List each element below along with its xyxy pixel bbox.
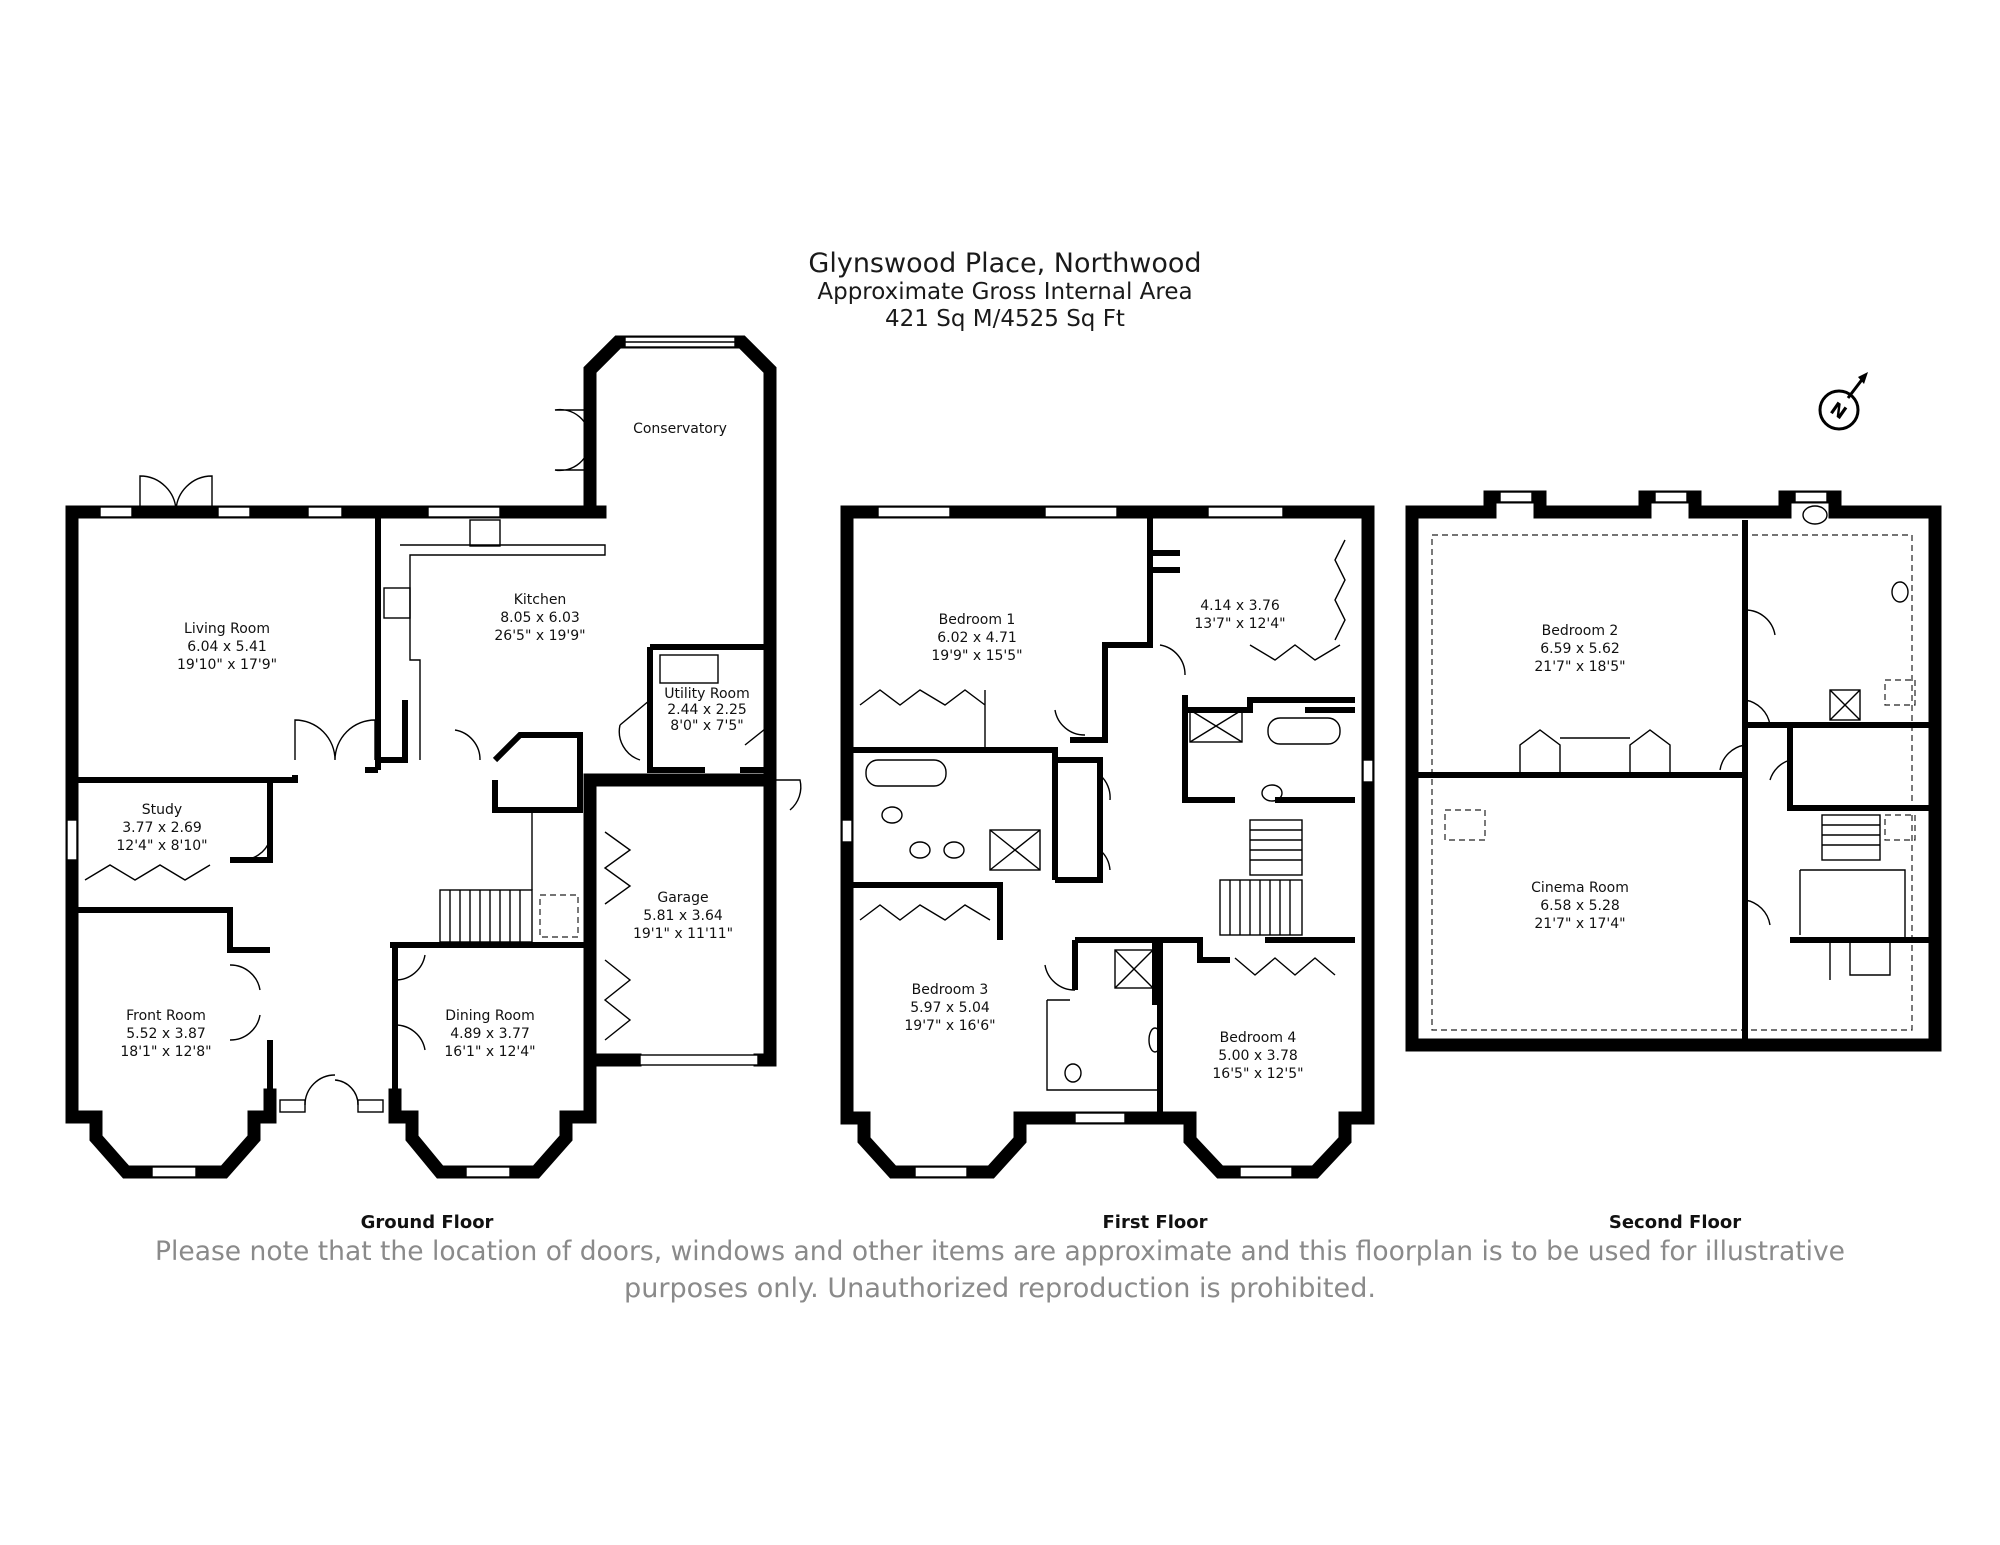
room-study: Study 3.77 x 2.69 12'4" x 8'10" — [116, 802, 207, 854]
room-size-metric: 3.77 x 2.69 — [122, 820, 202, 836]
room-unnamed-first: 4.14 x 3.76 13'7" x 12'4" — [1194, 598, 1285, 632]
room-size-imperial: 19'9" x 15'5" — [931, 648, 1022, 664]
floor-label-first: First Floor — [1102, 1212, 1207, 1233]
room-size-imperial: 12'4" x 8'10" — [116, 838, 207, 854]
room-garage: Garage 5.81 x 3.64 19'1" x 11'11" — [633, 890, 733, 942]
room-size-imperial: 13'7" x 12'4" — [1194, 616, 1285, 632]
room-kitchen: Kitchen 8.05 x 6.03 26'5" x 19'9" — [494, 592, 585, 644]
room-name: Living Room — [184, 621, 270, 637]
room-bedroom-2: Bedroom 2 6.59 x 5.62 21'7" x 18'5" — [1534, 623, 1625, 675]
second-floor-plan — [1405, 490, 1942, 1052]
room-size-metric: 4.89 x 3.77 — [450, 1026, 530, 1042]
room-utility: Utility Room 2.44 x 2.25 8'0" x 7'5" — [664, 686, 750, 734]
disclaimer-line-2: purposes only. Unauthorized reproduction… — [624, 1273, 1376, 1304]
room-size-imperial: 21'7" x 17'4" — [1534, 916, 1625, 932]
room-name: Front Room — [126, 1008, 206, 1024]
room-bedroom-3: Bedroom 3 5.97 x 5.04 19'7" x 16'6" — [904, 982, 995, 1034]
room-name: Garage — [657, 890, 708, 906]
room-size-imperial: 19'7" x 16'6" — [904, 1018, 995, 1034]
room-size-metric: 6.59 x 5.62 — [1540, 641, 1620, 657]
room-size-metric: 5.00 x 3.78 — [1218, 1048, 1298, 1064]
room-front: Front Room 5.52 x 3.87 18'1" x 12'8" — [120, 1008, 211, 1060]
north-compass-icon: N — [1818, 372, 1868, 431]
disclaimer-line-1: Please note that the location of doors, … — [155, 1236, 1845, 1267]
room-name: Study — [142, 802, 182, 818]
room-size-imperial: 16'5" x 12'5" — [1212, 1066, 1303, 1082]
room-dining: Dining Room 4.89 x 3.77 16'1" x 12'4" — [444, 1008, 535, 1060]
room-size-imperial: 26'5" x 19'9" — [494, 628, 585, 644]
room-name: Cinema Room — [1531, 880, 1629, 896]
plan-subtitle: Approximate Gross Internal Area — [817, 279, 1192, 305]
room-name: Utility Room — [664, 686, 750, 702]
floor-label-ground: Ground Floor — [361, 1212, 494, 1233]
room-name: Bedroom 3 — [912, 982, 989, 998]
room-size-metric: 4.14 x 3.76 — [1200, 598, 1280, 614]
room-size-metric: 5.81 x 3.64 — [643, 908, 723, 924]
room-size-imperial: 19'10" x 17'9" — [177, 657, 277, 673]
room-size-metric: 8.05 x 6.03 — [500, 610, 580, 626]
ground-floor-plan — [65, 335, 802, 1179]
room-name: Bedroom 4 — [1220, 1030, 1297, 1046]
compass-letter: N — [1826, 398, 1850, 424]
room-size-metric: 6.04 x 5.41 — [187, 639, 267, 655]
room-size-metric: 6.58 x 5.28 — [1540, 898, 1620, 914]
plan-area: 421 Sq M/4525 Sq Ft — [885, 306, 1125, 332]
room-name: Dining Room — [445, 1008, 535, 1024]
room-name: Bedroom 1 — [939, 612, 1016, 628]
room-name: Kitchen — [514, 592, 567, 608]
room-bedroom-4: Bedroom 4 5.00 x 3.78 16'5" x 12'5" — [1212, 1030, 1303, 1082]
plan-title: Glynswood Place, Northwood — [808, 248, 1201, 279]
room-bedroom-1: Bedroom 1 6.02 x 4.71 19'9" x 15'5" — [931, 612, 1022, 664]
room-size-imperial: 18'1" x 12'8" — [120, 1044, 211, 1060]
room-size-metric: 5.52 x 3.87 — [126, 1026, 206, 1042]
room-size-imperial: 8'0" x 7'5" — [670, 718, 743, 734]
room-size-imperial: 19'1" x 11'11" — [633, 926, 733, 942]
room-size-metric: 2.44 x 2.25 — [667, 702, 747, 718]
room-conservatory: Conservatory — [633, 421, 727, 437]
room-size-metric: 6.02 x 4.71 — [937, 630, 1017, 646]
room-living: Living Room 6.04 x 5.41 19'10" x 17'9" — [177, 621, 277, 673]
room-size-imperial: 16'1" x 12'4" — [444, 1044, 535, 1060]
first-floor-plan — [840, 505, 1375, 1179]
floor-label-second: Second Floor — [1609, 1212, 1741, 1233]
room-name: Bedroom 2 — [1542, 623, 1619, 639]
room-cinema: Cinema Room 6.58 x 5.28 21'7" x 17'4" — [1531, 880, 1629, 932]
room-name: Conservatory — [633, 421, 727, 437]
room-size-metric: 5.97 x 5.04 — [910, 1000, 990, 1016]
room-size-imperial: 21'7" x 18'5" — [1534, 659, 1625, 675]
